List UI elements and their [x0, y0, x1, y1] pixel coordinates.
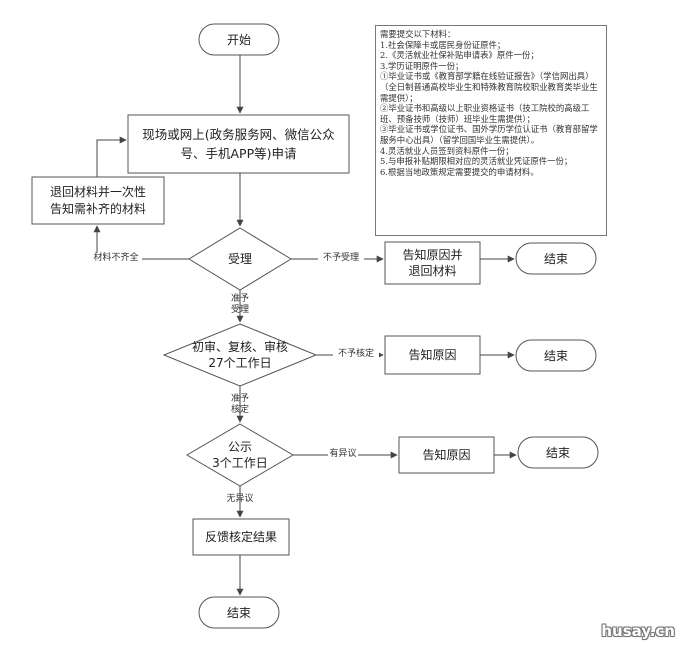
- publicize-label: 公示 3个工作日: [195, 437, 285, 473]
- notify-return-line-2: 退回材料: [408, 264, 457, 278]
- review-label: 初审、复核、审核 27个工作日: [174, 337, 306, 373]
- notify2-box: [384, 335, 481, 375]
- apply-line-1: 现场或网上(政务服务网、微信公众: [142, 127, 335, 142]
- edge-label-approved-line-1: 准予: [230, 394, 249, 404]
- note-line: 1.社会保障卡或居民身份证原件；: [380, 39, 506, 50]
- edge-label-no-objection: 无异议: [226, 494, 254, 504]
- note-line: 4.灵活就业人员签到资料原件一份；: [380, 145, 514, 156]
- required-materials-note: 需要提交以下材料： 1.社会保障卡或居民身份证原件； 2.《灵活就业社保补贴申请…: [375, 25, 607, 236]
- notify2-label: 告知原因: [385, 336, 480, 374]
- return-materials-label: 退回材料并一次性 告知需补齐的材料: [32, 177, 164, 224]
- end3-label: 结束: [518, 437, 598, 468]
- feedback-text: 反馈核定结果: [204, 530, 277, 544]
- watermark: husay.cn: [601, 622, 675, 640]
- return-line-2: 告知需补齐的材料: [49, 201, 146, 216]
- end1-terminal: [515, 242, 597, 275]
- review-line-1: 初审、复核、审核: [191, 340, 288, 354]
- review-line-2: 27个工作日: [208, 356, 272, 370]
- note-line: ①毕业证书或《教育部学籍在线验证报告》（学信网出具）（全日制普通高校毕业生和特殊…: [380, 71, 598, 103]
- apply-box: [127, 114, 350, 174]
- end2-terminal: [515, 339, 597, 372]
- note-line: 5.与申报补贴期限相对应的灵活就业凭证原件一份；: [380, 156, 573, 167]
- accept-label: 受理: [200, 248, 280, 270]
- apply-line-2: 号、手机APP等)申请: [180, 146, 297, 161]
- edge-label-incomplete: 材料不齐全: [90, 253, 142, 264]
- end3-terminal: [517, 436, 599, 469]
- start-label: 开始: [199, 24, 279, 55]
- return-line-1: 退回材料并一次性: [49, 184, 146, 199]
- start-terminal: [198, 23, 280, 56]
- feedback-box: [192, 518, 290, 556]
- notify2-text: 告知原因: [408, 348, 457, 362]
- note-line: 3.学历证明原件一份；: [380, 60, 464, 71]
- edge-label-accepted-line-1: 准予: [230, 294, 249, 304]
- edge-return-apply: [96, 136, 127, 177]
- notify-return-box: [384, 241, 481, 285]
- end1-text: 结束: [543, 251, 568, 266]
- end3-text: 结束: [545, 445, 570, 460]
- edge-label-not-approved: 不予核定: [333, 349, 379, 360]
- note-line: ③毕业证书或学位证书、国外学历学位认证书（教育部留学服务中心出具）（留学回国毕业…: [380, 124, 598, 145]
- edge-label-objection: 有异议: [328, 449, 358, 460]
- end-final-label: 结束: [199, 597, 279, 628]
- edge-label-accepted-line-2: 受理: [230, 305, 249, 315]
- end2-text: 结束: [543, 348, 568, 363]
- start-text: 开始: [226, 32, 251, 47]
- notify3-label: 告知原因: [399, 437, 494, 473]
- publicize-line-2: 3个工作日: [212, 456, 268, 470]
- publicize-line-1: 公示: [227, 440, 252, 454]
- feedback-label: 反馈核定结果: [193, 519, 289, 555]
- note-line: 需要提交以下材料：: [380, 29, 456, 39]
- notify-return-label: 告知原因并 退回材料: [385, 242, 480, 284]
- end2-label: 结束: [516, 340, 596, 371]
- edge-label-accepted: 准予 受理: [226, 294, 254, 316]
- accept-text: 受理: [227, 252, 252, 266]
- apply-label: 现场或网上(政务服务网、微信公众 号、手机APP等)申请: [128, 115, 349, 173]
- end1-label: 结束: [516, 243, 596, 274]
- note-line: ②毕业证书和高级以上职业资格证书（技工院校的高级工班、预备技师（技师）班毕业生需…: [380, 103, 590, 124]
- note-line: 6.根据当地政策规定需要提交的申请材料。: [380, 166, 539, 177]
- end-final-text: 结束: [226, 605, 251, 620]
- edge-label-not-accepted: 不予受理: [318, 253, 364, 264]
- notify3-text: 告知原因: [422, 448, 471, 462]
- notify-return-line-1: 告知原因并: [402, 248, 463, 262]
- edge-label-approved: 准予 核定: [226, 394, 254, 416]
- note-line: 2.《灵活就业社保补贴申请表》原件一份；: [380, 50, 539, 61]
- end-final-terminal: [198, 596, 280, 629]
- edge-label-approved-line-2: 核定: [230, 405, 249, 415]
- return-materials-box: [31, 176, 165, 225]
